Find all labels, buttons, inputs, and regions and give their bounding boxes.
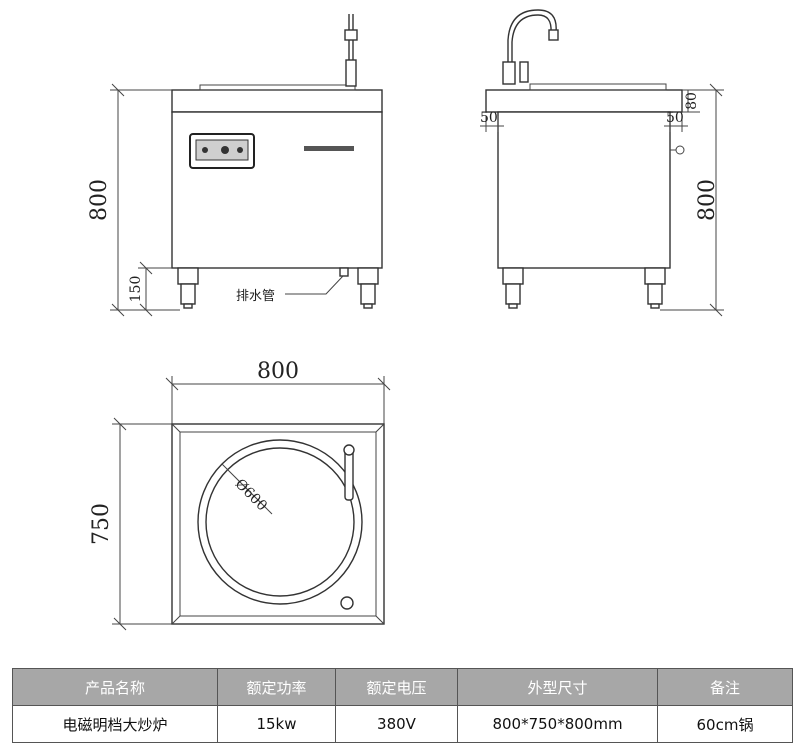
front-faucet — [344, 14, 358, 87]
top-inner-frame — [179, 431, 377, 617]
cell-product-name: 电磁明档大炒炉 — [12, 705, 218, 743]
side-countertop — [485, 89, 683, 113]
drain-pipe-label: 排水管 — [236, 289, 275, 304]
side-top-offset-label: 80 — [684, 92, 700, 110]
wok-inner-rim — [205, 447, 355, 597]
top-depth-label: 750 — [89, 503, 114, 545]
front-wok-rim — [199, 84, 356, 91]
brand-plate — [304, 146, 354, 151]
side-cabinet — [497, 111, 671, 269]
cell-rated-voltage: 380V — [335, 705, 458, 743]
cell-remarks: 60cm锅 — [657, 705, 793, 743]
top-width-label: 800 — [257, 359, 299, 384]
side-height-label: 800 — [695, 179, 720, 221]
front-height-dimension — [110, 83, 180, 317]
drain-leader-line — [285, 275, 344, 295]
top-width-dimension — [165, 376, 391, 424]
side-right-margin-dimension — [664, 116, 688, 132]
side-view: 80 50 50 800 — [480, 9, 724, 317]
top-view: 800 750 Ø600 — [89, 359, 391, 631]
top-faucet — [344, 447, 354, 501]
spec-header-row: 产品名称 额定功率 额定电压 外型尺寸 备注 — [12, 668, 793, 706]
side-knob — [675, 145, 685, 155]
table-row: 电磁明档大炒炉 15kw 380V 800*750*800mm 60cm锅 — [12, 705, 793, 743]
front-legs — [177, 267, 379, 309]
top-drain-knob — [340, 596, 354, 610]
side-height-dimension — [660, 83, 724, 317]
technical-drawing: 排水管 800 150 — [87, 9, 724, 631]
front-height-label: 800 — [87, 179, 112, 221]
spec-table: 产品名称 额定功率 额定电压 外型尺寸 备注 电磁明档大炒炉 15kw 380V… — [12, 668, 793, 743]
header-remarks: 备注 — [657, 668, 793, 706]
front-countertop — [171, 89, 383, 113]
front-view: 排水管 800 150 — [87, 14, 383, 317]
header-rated-power: 额定功率 — [217, 668, 336, 706]
side-left-margin-label: 50 — [480, 110, 498, 126]
side-faucet — [502, 9, 559, 85]
top-depth-dimension — [112, 417, 172, 631]
control-panel — [189, 133, 255, 169]
front-leg-dimension — [138, 261, 172, 317]
side-left-margin-dimension — [480, 116, 504, 132]
header-rated-voltage: 额定电压 — [335, 668, 458, 706]
side-top-offset-dimension — [682, 89, 700, 113]
cell-dimensions: 800*750*800mm — [457, 705, 658, 743]
header-dimensions: 外型尺寸 — [457, 668, 658, 706]
side-right-margin-label: 50 — [666, 110, 684, 126]
front-leg-height-label: 150 — [128, 276, 144, 303]
diameter-leader — [221, 463, 273, 515]
cell-rated-power: 15kw — [217, 705, 336, 743]
wok-outer-rim — [197, 439, 363, 605]
side-legs — [502, 267, 666, 309]
header-product-name: 产品名称 — [12, 668, 218, 706]
side-wok-rim — [529, 83, 667, 91]
